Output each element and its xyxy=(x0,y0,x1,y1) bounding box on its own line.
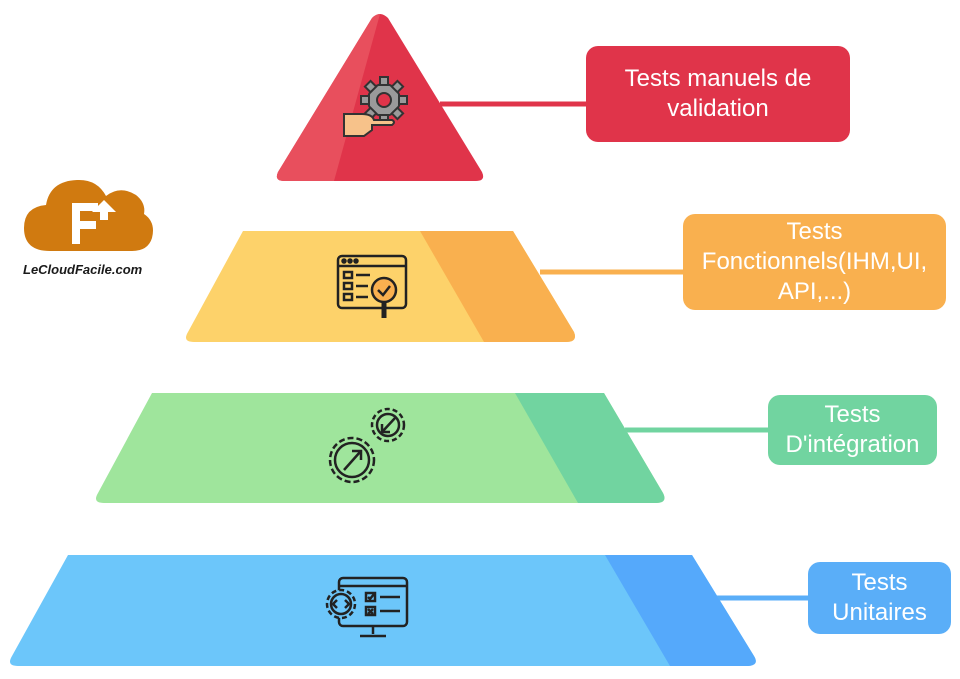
pyramid-level-integration xyxy=(96,393,665,503)
label-tests-fonctionnels: Tests Fonctionnels(IHM,UI, API,...) xyxy=(683,214,946,310)
label-tests-manuels: Tests manuels de validation xyxy=(586,46,850,142)
label-tests-unitaires-text: Tests Unitaires xyxy=(832,569,927,626)
label-tests-integration: Tests D'intégration xyxy=(768,395,937,465)
label-tests-manuels-text: Tests manuels de validation xyxy=(624,65,812,122)
web-inspection-icon xyxy=(336,254,408,318)
gears-arrows-icon xyxy=(328,407,406,484)
logo-cloud-icon xyxy=(24,179,153,251)
label-tests-unitaires: Tests Unitaires xyxy=(808,562,951,634)
logo-text: LeCloudFacile.com xyxy=(23,262,143,277)
label-tests-integration-text: Tests D'intégration xyxy=(785,401,920,458)
monitor-checklist-icon xyxy=(325,576,409,638)
label-tests-fonctionnels-text: Tests Fonctionnels(IHM,UI, API,...) xyxy=(701,218,928,305)
hand-gear-icon xyxy=(343,76,408,137)
